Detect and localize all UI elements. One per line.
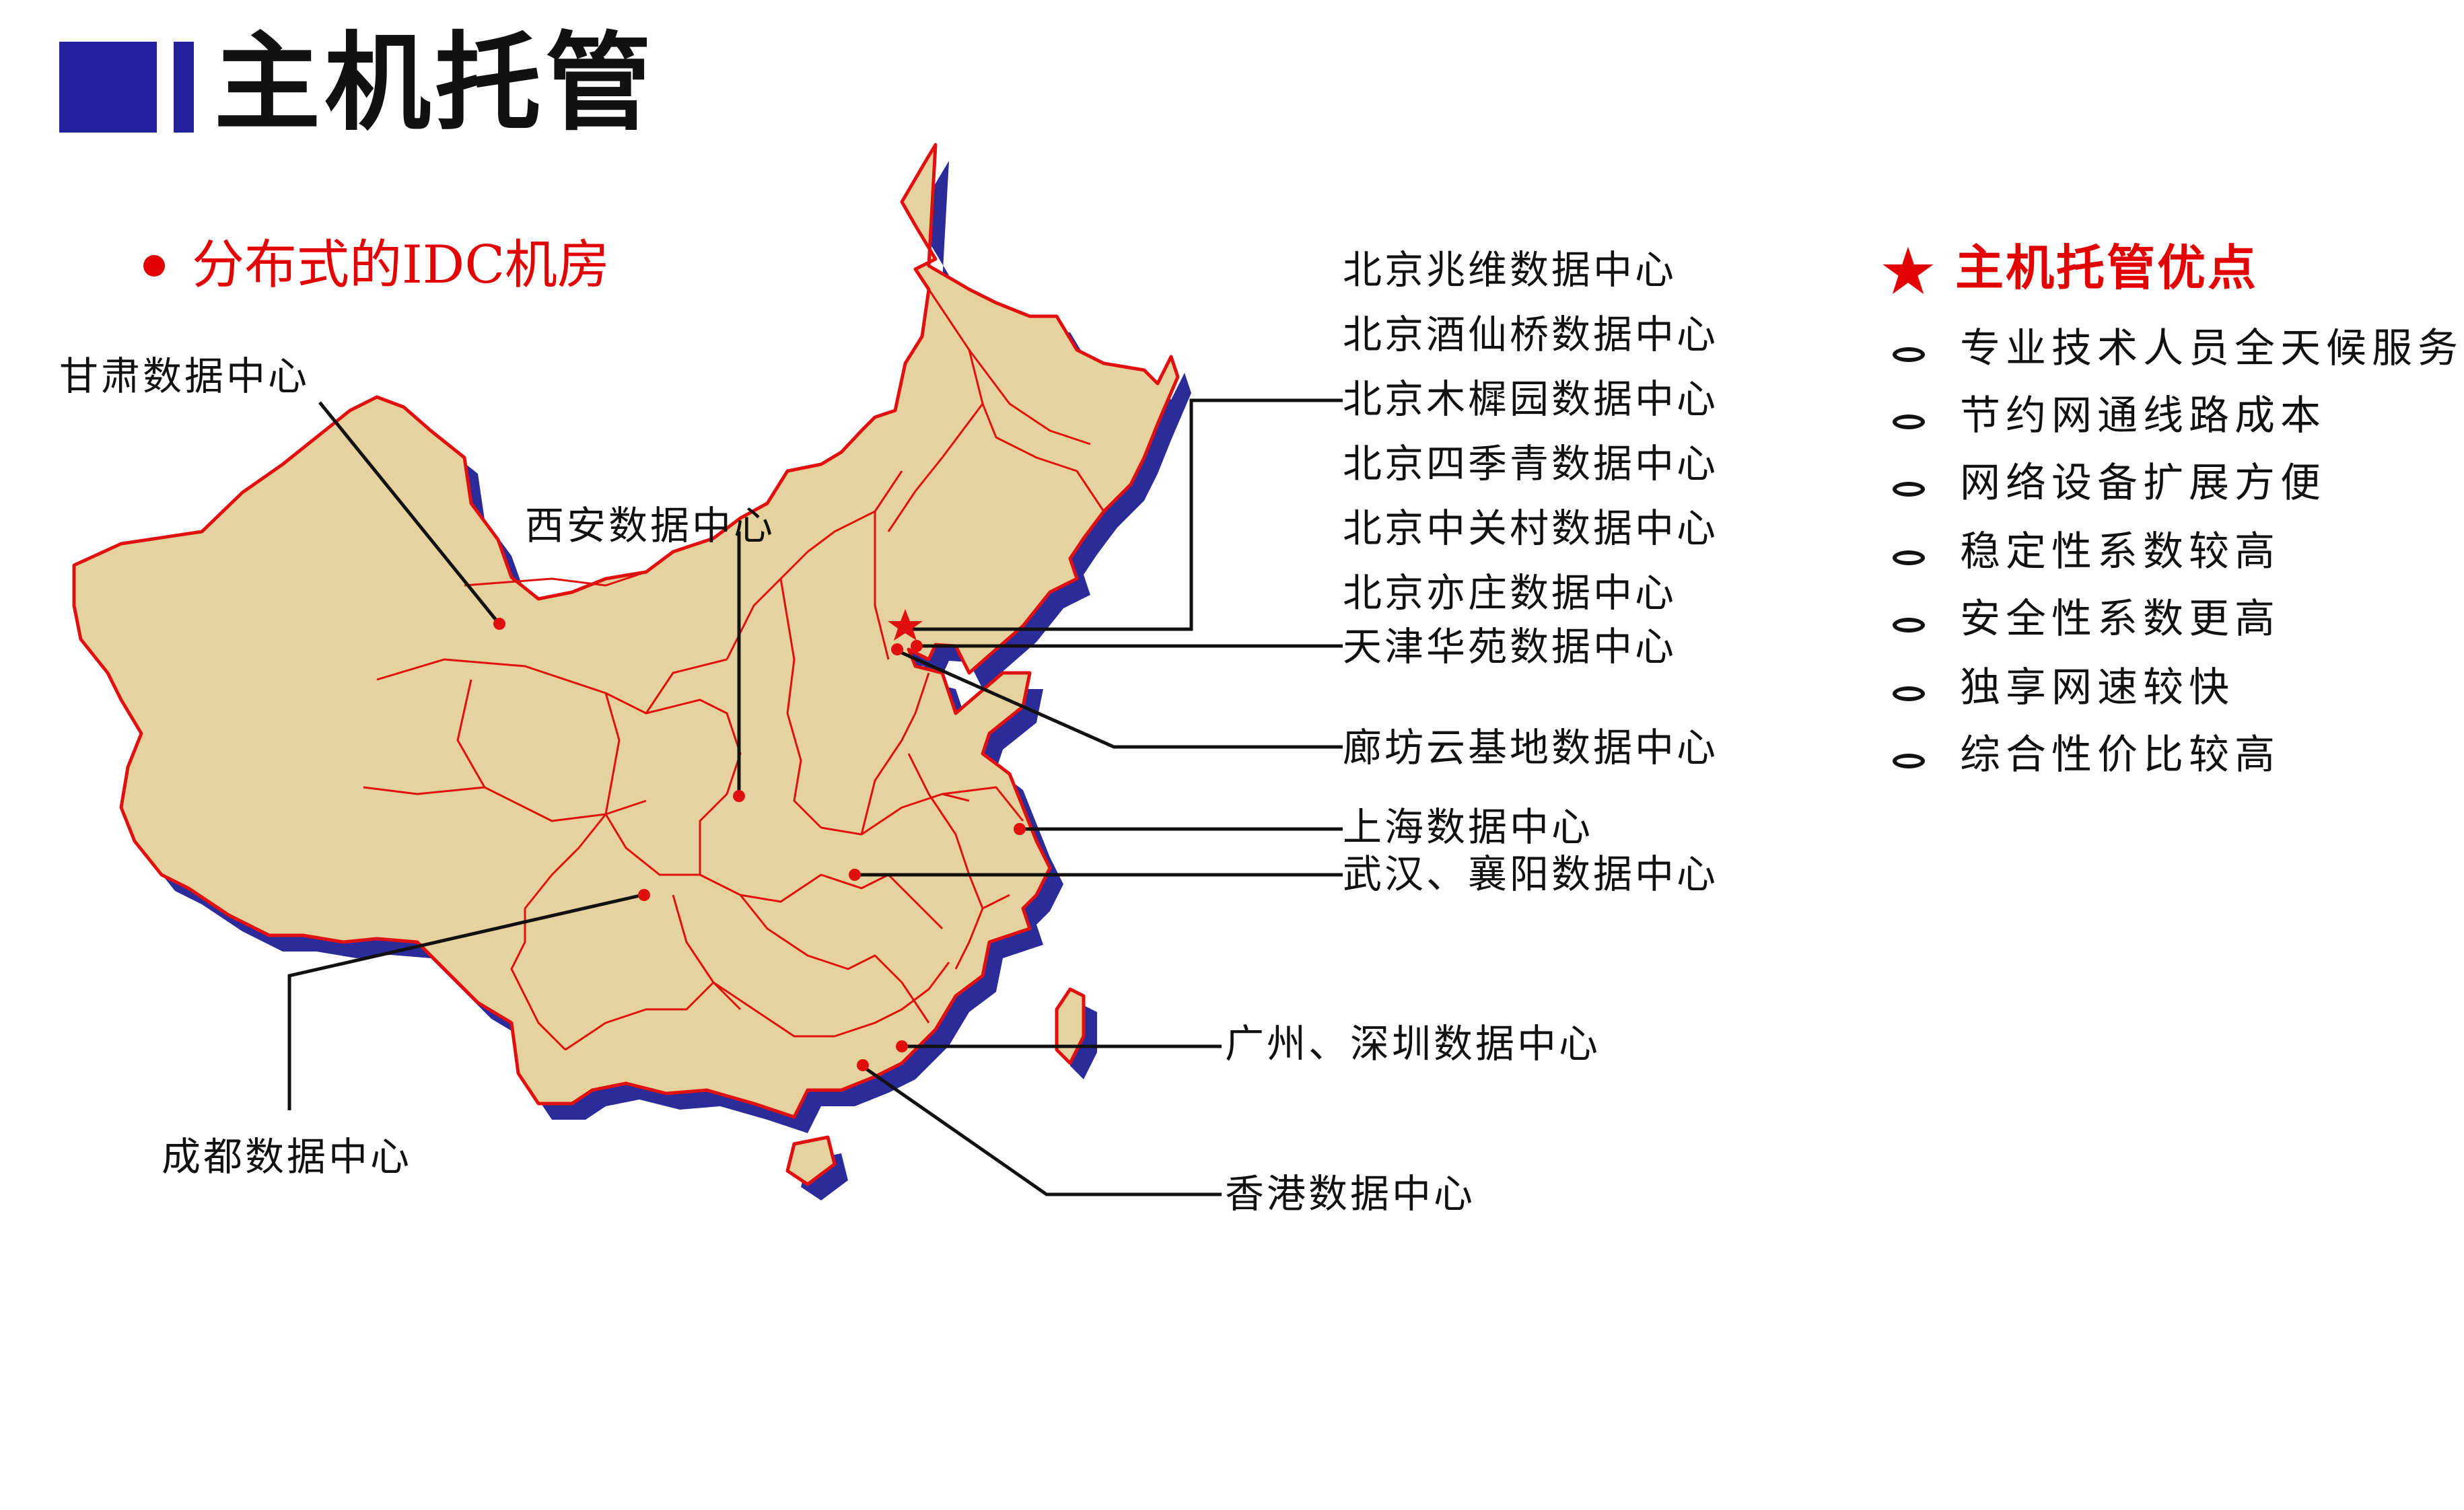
label-guangzhou: 广州、深圳数据中心 [1225, 1021, 1601, 1067]
label-tianjin: 天津华苑数据中心 [1343, 624, 1677, 670]
label-shanghai: 上海数据中心 [1343, 804, 1594, 850]
subtitle-text: 分布式的IDC机房 [192, 235, 610, 295]
label-beijing-5: 北京亦庄数据中心 [1343, 570, 1677, 616]
label-wuhan: 武汉、襄阳数据中心 [1343, 851, 1719, 897]
label-beijing-3: 北京四季青数据中心 [1343, 441, 1719, 487]
idc-subtitle: 分布式的IDC机房 [143, 239, 610, 291]
langfang-leader [897, 649, 1343, 749]
advantage-item: 综合性价比较高 [1893, 735, 2451, 782]
label-hongkong: 香港数据中心 [1225, 1171, 1476, 1217]
title-block-small [174, 42, 194, 133]
label-langfang: 廊坊云基地数据中心 [1343, 725, 1719, 770]
bullet-oval-icon [1893, 347, 1925, 362]
advantage-item: 独享网速较快 [1893, 668, 2451, 715]
label-beijing-0: 北京兆维数据中心 [1343, 247, 1677, 293]
title-block-large [59, 42, 157, 133]
advantage-text: 网络设备扩展方便 [1960, 460, 2326, 507]
gansu-marker [493, 618, 505, 630]
langfang-marker [891, 643, 903, 655]
advantage-text: 稳定性系数较高 [1960, 528, 2280, 575]
page-title: 主机托管 [214, 22, 656, 145]
advantage-text: 专业技术人员全天候服务 [1960, 325, 2463, 372]
label-beijing-4: 北京中关村数据中心 [1343, 505, 1719, 551]
hongkong-leader [861, 1065, 1222, 1196]
advantage-item: 安全性系数更高 [1893, 599, 2451, 646]
advantage-text: 节约网通线路成本 [1960, 392, 2326, 439]
label-xian: 西安数据中心 [525, 503, 776, 548]
bullet-dot-icon [143, 255, 165, 277]
advantage-item: 节约网通线路成本 [1893, 396, 2451, 443]
beijing-star-icon [888, 609, 923, 641]
gansu-leader [318, 401, 499, 624]
label-gansu: 甘肃数据中心 [59, 353, 310, 399]
wuhan-marker [849, 869, 861, 881]
advantage-item: 专业技术人员全天候服务 [1893, 328, 2458, 375]
bullet-oval-icon [1893, 754, 1925, 768]
hongkong-marker [857, 1059, 869, 1071]
advantage-item: 稳定性系数较高 [1893, 532, 2451, 579]
bullet-oval-icon [1893, 415, 1925, 429]
beijing-leader [905, 398, 1343, 631]
bullet-oval-icon [1893, 482, 1925, 497]
advantage-text: 安全性系数更高 [1960, 596, 2280, 643]
province-borders [363, 289, 1105, 1051]
label-beijing-2: 北京木樨园数据中心 [1343, 376, 1719, 422]
advantage-text: 综合性价比较高 [1960, 731, 2280, 779]
hainan [785, 1135, 837, 1186]
bullet-oval-icon [1893, 550, 1925, 565]
star-icon [1882, 246, 1934, 294]
chengdu-leader [287, 893, 643, 1110]
label-beijing-1: 北京酒仙桥数据中心 [1343, 312, 1719, 357]
advantage-text: 独享网速较快 [1960, 664, 2234, 711]
bullet-oval-icon [1893, 686, 1925, 701]
guangzhou-marker [896, 1040, 908, 1052]
xian-marker [733, 790, 745, 802]
chengdu-marker [638, 889, 650, 901]
shanghai-marker [1014, 823, 1026, 835]
tianjin-marker [911, 640, 923, 652]
advantage-item: 网络设备扩展方便 [1893, 463, 2451, 510]
advantages-title: 主机托管优点 [1955, 240, 2259, 296]
bullet-oval-icon [1893, 618, 1925, 633]
label-chengdu: 成都数据中心 [162, 1134, 413, 1180]
